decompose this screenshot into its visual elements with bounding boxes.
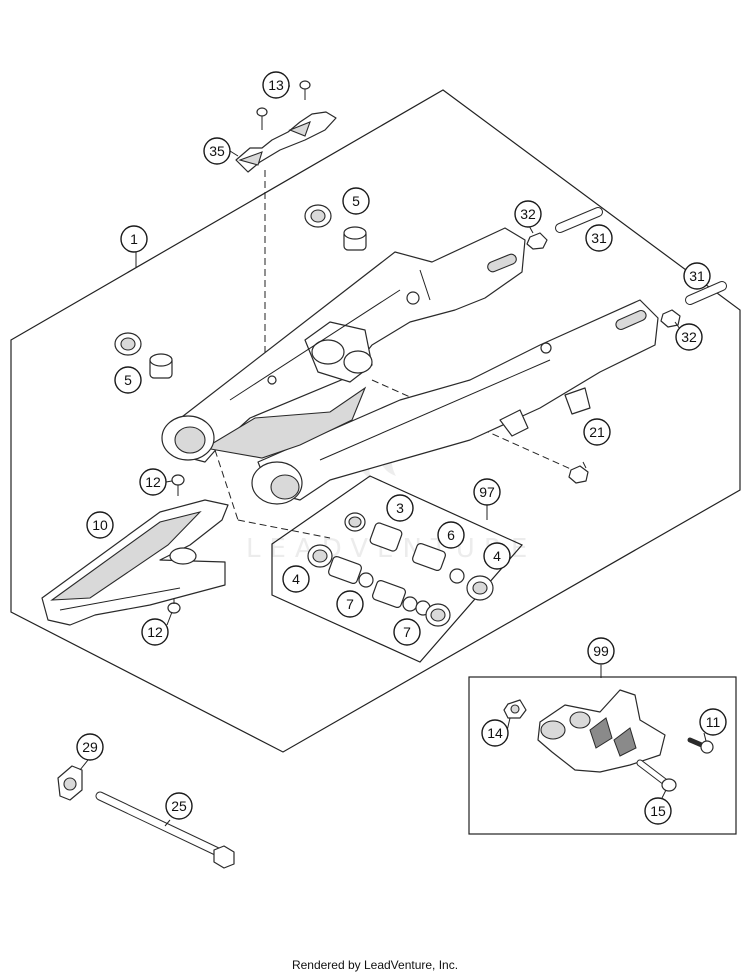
- callout-97: 97: [473, 478, 501, 506]
- callout-14: 14: [481, 719, 509, 747]
- callout-11: 11: [699, 708, 727, 736]
- callout-label: 11: [706, 714, 721, 730]
- callout-25: 25: [165, 792, 193, 820]
- callout-7-left: 7: [336, 590, 364, 618]
- callout-4-left: 4: [282, 565, 310, 593]
- callout-label: 12: [145, 474, 161, 490]
- callout-label: 3: [396, 500, 404, 516]
- callout-label: 1: [130, 231, 138, 247]
- pin-31-upper-part: [555, 207, 603, 233]
- callout-label: 29: [82, 739, 98, 755]
- callout-label: 6: [447, 527, 455, 543]
- callout-7-right: 7: [393, 618, 421, 646]
- callout-5-left: 5: [114, 366, 142, 394]
- callout-label: 14: [487, 725, 503, 741]
- callout-label: 97: [479, 484, 495, 500]
- callout-12-lower: 12: [141, 618, 169, 646]
- chain-adjuster-29-part: [57, 765, 83, 801]
- callout-32-upper: 32: [514, 200, 542, 228]
- callout-label: 35: [209, 143, 225, 159]
- callout-label: 13: [268, 77, 284, 93]
- alignment-line: [237, 519, 331, 539]
- callout-label: 32: [520, 206, 536, 222]
- nut-14-part: [503, 699, 527, 719]
- nut-21-part: [568, 465, 589, 484]
- chain-slider-top-part: [235, 80, 337, 173]
- chain-guide-part: [537, 689, 666, 773]
- callout-4-right: 4: [483, 542, 511, 570]
- callout-32-lower: 32: [675, 323, 703, 351]
- bearing-kit-parts: [307, 512, 494, 627]
- alignment-line: [214, 449, 239, 521]
- callout-label: 31: [591, 230, 607, 246]
- callout-13: 13: [262, 71, 290, 99]
- callout-31-upper: 31: [585, 224, 613, 252]
- callout-label: 25: [171, 798, 187, 814]
- callout-label: 31: [689, 268, 705, 284]
- callout-15: 15: [644, 797, 672, 825]
- callout-label: 10: [92, 517, 108, 533]
- callout-1: 1: [120, 225, 148, 253]
- callout-label: 5: [352, 193, 360, 209]
- callout-label: 5: [124, 372, 132, 388]
- screw-12-lower-part: [167, 598, 181, 614]
- callout-label: 4: [292, 571, 300, 587]
- callout-label: 21: [589, 424, 605, 440]
- pin-31-lower-part: [685, 281, 727, 305]
- callout-label: 99: [593, 643, 609, 659]
- callout-21: 21: [583, 418, 611, 446]
- chain-slider-part: [41, 499, 229, 626]
- axle-25-part: [95, 791, 235, 869]
- swingarm-part: [161, 227, 659, 505]
- bolt-15-part: [636, 759, 677, 792]
- callout-99: 99: [587, 637, 615, 665]
- swingarm-group-frame: [10, 89, 741, 753]
- chain-guide-kit-frame: [468, 676, 737, 835]
- callout-10: 10: [86, 511, 114, 539]
- callout-label: 7: [403, 624, 411, 640]
- bearing-kit-frame: [271, 475, 523, 663]
- footer-credit: Rendered by LeadVenture, Inc.: [291, 958, 459, 972]
- bushing-5-left-part: [114, 332, 173, 379]
- callout-29: 29: [76, 733, 104, 761]
- callout-label: 7: [346, 596, 354, 612]
- callout-6: 6: [437, 521, 465, 549]
- callout-label: 15: [650, 803, 666, 819]
- callout-5-top: 5: [342, 187, 370, 215]
- nut-32-upper-part: [526, 232, 548, 250]
- screw-11-part: [687, 737, 714, 754]
- bushing-5-top-part: [304, 204, 367, 251]
- callout-label: 12: [147, 624, 163, 640]
- callout-label: 4: [493, 548, 501, 564]
- callout-3: 3: [386, 494, 414, 522]
- callout-31-lower: 31: [683, 262, 711, 290]
- callout-35: 35: [203, 137, 231, 165]
- screw-12-upper-part: [171, 474, 185, 496]
- callout-label: 32: [681, 329, 697, 345]
- callout-12-upper: 12: [139, 468, 167, 496]
